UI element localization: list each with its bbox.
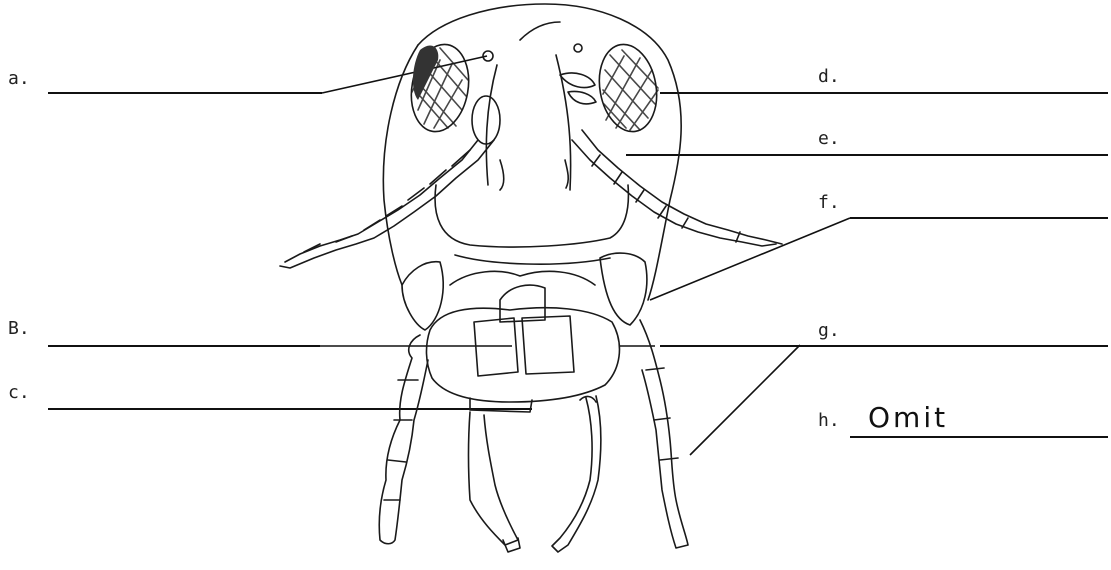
leader-g2	[690, 345, 800, 455]
label-f: f.	[818, 194, 840, 212]
antennae	[280, 96, 782, 268]
label-b: B.	[8, 320, 30, 338]
answer-h: Omit	[868, 404, 948, 432]
label-a: a.	[8, 70, 30, 88]
leader-f	[650, 218, 850, 300]
leader-lines	[320, 56, 850, 455]
answer-lines	[48, 93, 1108, 437]
mouthparts	[402, 253, 647, 412]
ocelli	[483, 44, 596, 104]
label-h: h.	[818, 412, 840, 430]
palps	[379, 320, 688, 552]
label-e: e.	[818, 130, 840, 148]
label-g: g.	[818, 322, 840, 340]
compound-eyes	[405, 40, 663, 136]
label-c: c.	[8, 384, 30, 402]
label-d: d.	[818, 68, 840, 86]
